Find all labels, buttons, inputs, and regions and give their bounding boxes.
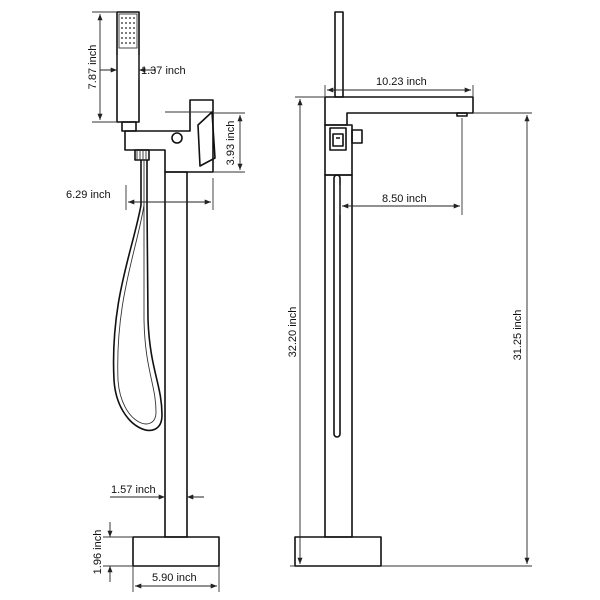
label-total-height: 32.20 inch [287, 307, 299, 358]
handshower-holder [121, 121, 137, 132]
side-spout-outlet [456, 112, 468, 117]
label-handshower-length: 7.87 inch [87, 45, 99, 90]
label-column-diameter: 1.57 inch [111, 484, 156, 496]
side-diverter-housing [329, 127, 347, 151]
column [164, 171, 188, 538]
label-base-width: 5.90 inch [152, 572, 197, 584]
label-base-height: 1.96 inch [92, 530, 104, 575]
label-valve-height: 3.93 inch [225, 121, 237, 166]
handshower-body [116, 11, 140, 123]
front-view: 7.87 inch 1.37 inch 3.93 inch 6.29 inch … [66, 11, 245, 592]
side-handshower [334, 11, 344, 98]
handshower-spray-face [118, 13, 138, 49]
label-handshower-width: 1.37 inch [141, 65, 186, 77]
side-spout-arm [324, 96, 474, 126]
label-spout-reach-total: 10.23 inch [376, 76, 427, 88]
side-column [324, 174, 353, 538]
side-hose-channel [333, 174, 341, 438]
hose-connector [134, 149, 150, 161]
floor-base [132, 536, 220, 567]
side-lever [351, 129, 363, 144]
label-spout-reach-column: 8.50 inch [382, 193, 427, 205]
diverter-knob [171, 132, 183, 144]
handshower-nozzles [121, 17, 135, 44]
side-view: 10.23 inch 8.50 inch 32.20 inch 31.25 in… [287, 11, 532, 567]
lever-handle [197, 111, 216, 167]
flexible-hose [112, 160, 163, 432]
side-floor-base [294, 536, 382, 567]
label-handshower-offset: 6.29 inch [66, 189, 111, 201]
label-spout-height: 31.25 inch [512, 310, 524, 361]
